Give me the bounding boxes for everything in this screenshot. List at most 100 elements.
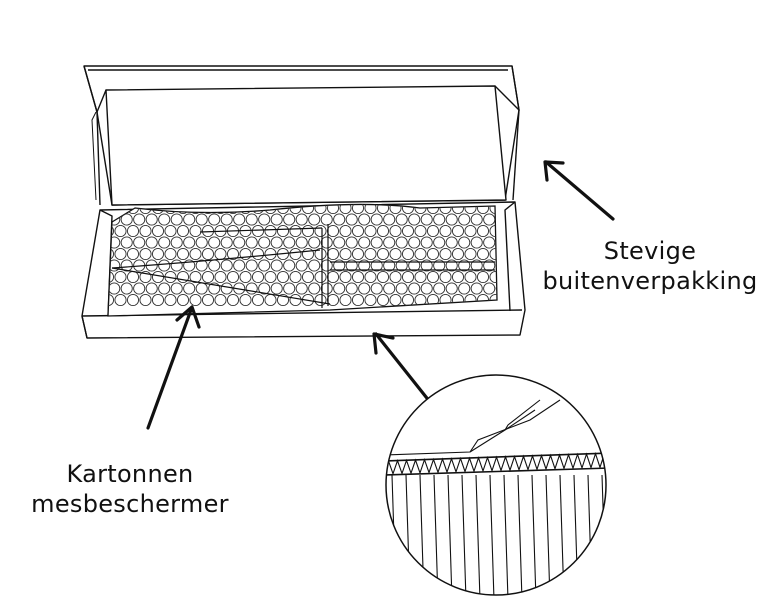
bubble — [314, 224, 327, 238]
bubble — [339, 270, 352, 284]
bubble — [370, 213, 383, 226]
bubble — [426, 247, 440, 261]
bubble — [220, 282, 233, 295]
bubble — [314, 247, 327, 261]
bubble — [120, 282, 133, 295]
bubble — [476, 224, 490, 238]
bubble — [176, 247, 190, 261]
arrow-outer-packaging — [543, 160, 615, 221]
bubble — [139, 270, 152, 284]
bubble — [251, 293, 265, 307]
bubble — [120, 259, 133, 272]
bubble — [420, 282, 433, 295]
bubble — [351, 204, 365, 215]
bubble — [208, 236, 221, 249]
bubble — [170, 282, 183, 295]
bubble — [376, 204, 390, 215]
bubble — [439, 247, 452, 261]
bubble — [195, 259, 208, 272]
bubble — [245, 259, 258, 272]
bubble — [364, 204, 377, 215]
bubble — [389, 247, 402, 261]
bubble — [214, 270, 227, 284]
bubble — [383, 213, 396, 226]
bubble — [476, 247, 490, 261]
bubble — [308, 282, 321, 295]
bubble — [333, 213, 346, 226]
bubble — [301, 224, 315, 238]
cardboard-grain-line — [447, 474, 453, 595]
bubble — [151, 293, 165, 307]
bubble — [433, 282, 446, 295]
bubble — [208, 213, 221, 226]
bubble — [295, 213, 308, 226]
bubble — [289, 270, 302, 284]
bubble — [451, 224, 465, 238]
bubble — [120, 236, 133, 249]
bubble — [433, 213, 446, 226]
bubble — [364, 270, 377, 284]
bubble — [258, 259, 271, 272]
bubble — [320, 213, 333, 226]
bubble — [133, 236, 146, 249]
bubble — [439, 270, 452, 284]
label-outer-line-2: buitenverpakking — [542, 267, 758, 295]
bubble — [270, 259, 283, 272]
bubble — [414, 204, 427, 215]
bubble — [476, 204, 490, 215]
bubble — [383, 236, 396, 249]
bubble — [420, 236, 433, 249]
bubble — [308, 236, 321, 249]
bubble — [458, 213, 471, 226]
bubble — [189, 293, 202, 307]
bubble — [495, 259, 497, 272]
bubble — [239, 247, 252, 261]
bubble — [183, 236, 196, 249]
bubble — [320, 236, 333, 249]
bubble — [114, 224, 127, 238]
bubble — [283, 236, 296, 249]
bubble — [283, 282, 296, 295]
bubble — [126, 224, 140, 238]
bubble — [464, 204, 477, 215]
bubble — [133, 282, 146, 295]
bubble — [395, 236, 408, 249]
bubble — [220, 213, 233, 226]
bubble — [489, 270, 497, 284]
bubble — [445, 282, 458, 295]
bubble — [126, 247, 140, 261]
bubble — [445, 259, 458, 272]
bubble — [245, 282, 258, 295]
bubble — [370, 236, 383, 249]
bubble — [164, 293, 177, 307]
bubble — [283, 259, 296, 272]
bubble — [176, 293, 190, 307]
bubble — [158, 236, 171, 249]
bubble — [470, 236, 483, 249]
bubble — [145, 282, 158, 295]
bubble — [114, 293, 127, 307]
bubble — [389, 224, 402, 238]
bubble — [383, 282, 396, 295]
cardboard-grain-line — [489, 474, 495, 595]
bubble — [433, 236, 446, 249]
bubble — [420, 259, 433, 272]
bubble — [295, 282, 308, 295]
bubble — [158, 213, 171, 226]
bubble — [295, 259, 308, 272]
label-inner-line-2: mesbeschermer — [31, 490, 229, 518]
bubble — [401, 204, 415, 215]
arrow-zoom-detail — [372, 332, 432, 404]
corrugation-flute — [386, 451, 606, 476]
bubble — [339, 247, 352, 261]
bubble — [376, 293, 390, 307]
bubble — [289, 247, 302, 261]
bubble — [183, 259, 196, 272]
bubble — [351, 247, 365, 261]
bubble — [189, 247, 202, 261]
bubble — [408, 282, 421, 295]
bubble — [414, 224, 427, 238]
bubble — [139, 247, 152, 261]
cardboard-grain-line — [461, 474, 467, 595]
